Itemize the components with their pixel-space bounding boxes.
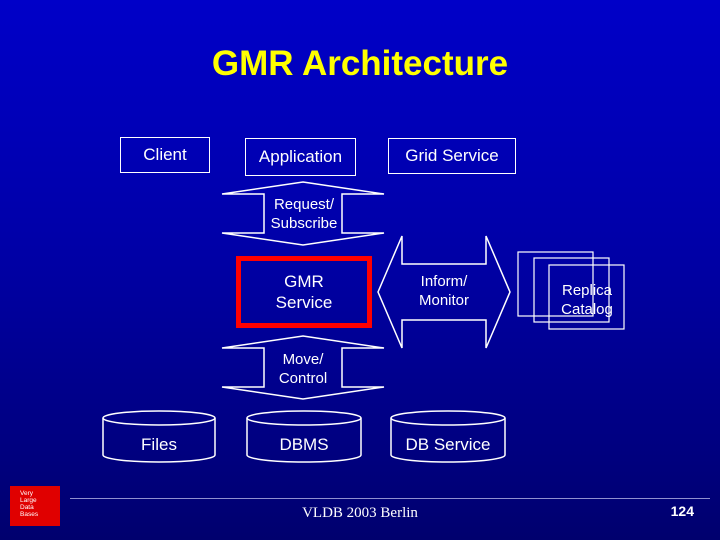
request-label-line1: Request/ [273, 196, 335, 213]
client-box: Client [120, 137, 210, 173]
replica-stack-back [517, 251, 594, 317]
files-label: Files [141, 435, 177, 454]
application-box: Application [245, 138, 356, 176]
client-label: Client [143, 145, 187, 164]
move-control-label: Move/ Control [253, 350, 353, 388]
replica-catalog-label: Replica Catalog [547, 281, 627, 319]
application-label: Application [258, 147, 343, 166]
page-number: 124 [670, 503, 694, 519]
logo-line3: Data [20, 504, 34, 511]
slide-title: GMR Architecture [211, 44, 509, 83]
db-service-label: DB Service [405, 435, 491, 454]
vldb-logo: Very Large Data Bases [10, 486, 60, 526]
grid-service-box: Grid Service [388, 138, 516, 174]
grid-service-label: Grid Service [405, 146, 499, 165]
inform-monitor-arrow [377, 235, 511, 349]
replica-label-line2: Catalog [561, 301, 613, 318]
gmr-service-box [236, 256, 372, 328]
replica-stack-middle [533, 257, 610, 323]
logo-line4: Bases [20, 511, 39, 518]
footer-text: VLDB 2003 Berlin [302, 505, 418, 521]
footer-divider [70, 498, 710, 499]
inform-monitor-label: Inform/ Monitor [394, 272, 494, 310]
gmr-label-line2: Service [275, 293, 333, 312]
logo-line1: Very [20, 490, 34, 497]
db-service-cylinder [390, 410, 506, 463]
logo-line2: Large [20, 497, 37, 504]
files-cylinder [102, 410, 216, 463]
request-label-line2: Subscribe [270, 215, 338, 232]
request-subscribe-arrow [221, 181, 385, 246]
gmr-label-line1: GMR [284, 272, 324, 291]
move-control-arrow [221, 335, 385, 400]
move-label-line1: Move/ [282, 351, 324, 368]
move-label-line2: Control [278, 370, 328, 387]
dbms-label: DBMS [279, 435, 329, 454]
gmr-service-label: GMR Service [241, 271, 367, 313]
request-subscribe-label: Request/ Subscribe [254, 195, 354, 233]
replica-label-line1: Replica [561, 282, 613, 299]
dbms-cylinder [246, 410, 362, 463]
inform-label-line1: Inform/ [420, 273, 468, 290]
replica-stack-front [548, 264, 625, 330]
inform-label-line2: Monitor [418, 292, 470, 309]
